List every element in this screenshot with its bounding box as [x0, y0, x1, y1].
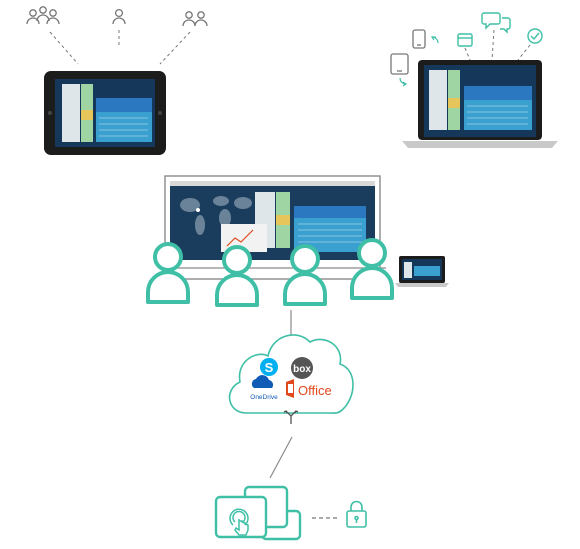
- participant-2: [215, 245, 259, 307]
- small-laptop-device: [395, 256, 449, 287]
- group-of-users-icon: [26, 6, 60, 25]
- meeting-participants: [146, 238, 394, 307]
- padlock-icon: [346, 500, 367, 528]
- pair-of-users-icon: [182, 11, 208, 27]
- onedrive-icon: OneDrive: [250, 375, 278, 401]
- office-icon: Office: [286, 379, 332, 398]
- chat-bubbles-icon: [481, 12, 511, 34]
- touch-hand-icon: [229, 508, 249, 536]
- box-label: box: [293, 364, 311, 375]
- box-icon: box: [291, 357, 313, 379]
- skype-icon: S: [260, 358, 278, 376]
- phone-icon: [412, 29, 426, 49]
- browser-window-icon: [457, 33, 473, 47]
- tablet-device: [44, 71, 166, 155]
- checkmark-circle-icon: [527, 28, 543, 44]
- laptop-device: [402, 60, 558, 148]
- participant-1: [146, 242, 190, 304]
- sync-arrows: [399, 36, 439, 87]
- touch-screens-icon: [214, 485, 302, 541]
- svg-text:S: S: [265, 360, 274, 375]
- branch-arrows-icon: [283, 410, 299, 424]
- single-user-icon: [112, 8, 126, 25]
- onedrive-label: OneDrive: [250, 394, 278, 401]
- office-label: Office: [298, 383, 332, 398]
- tablet-icon: [390, 53, 409, 75]
- tablet-connection-lines: [49, 30, 191, 65]
- cloud-icon: [228, 334, 354, 414]
- laptop-connection-lines: [464, 29, 531, 61]
- participant-3: [283, 244, 327, 306]
- participant-4: [350, 238, 394, 300]
- wall-display: [160, 175, 386, 280]
- cloud-to-device-line: [269, 436, 293, 479]
